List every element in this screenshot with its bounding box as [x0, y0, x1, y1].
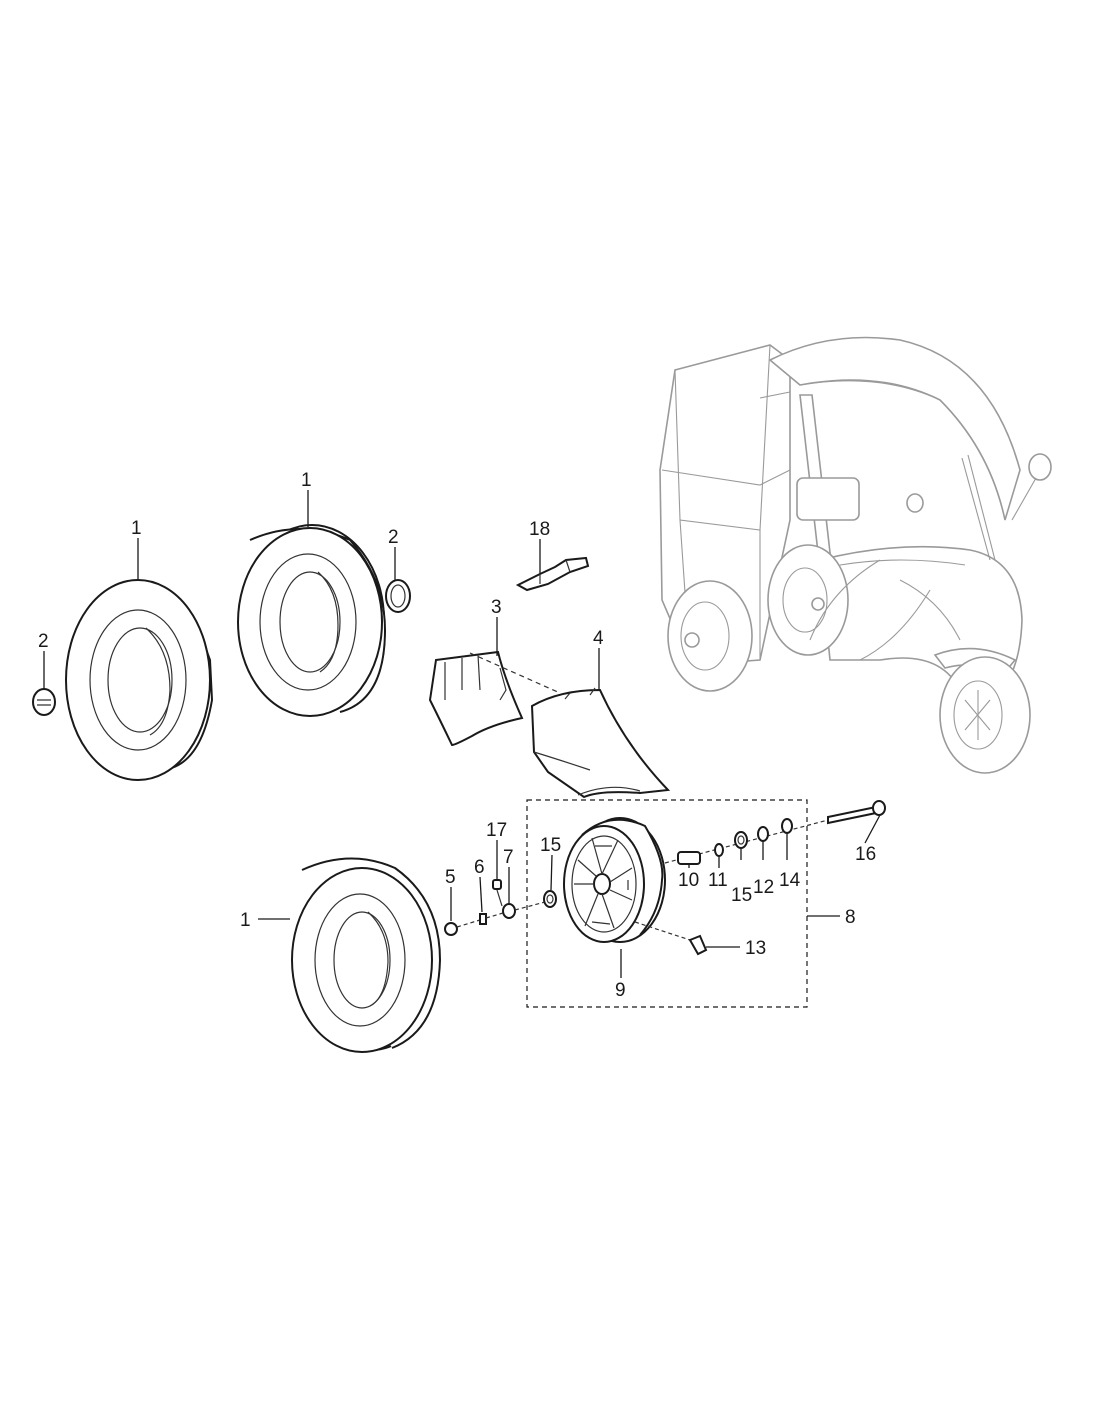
assembly-box-8 — [526, 799, 808, 1008]
axle-parts — [664, 800, 886, 865]
callout-12: 12 — [753, 877, 774, 898]
callout-6: 6 — [474, 857, 485, 878]
callout-18: 18 — [529, 519, 550, 540]
callout-2-hub-cap: 2 — [38, 631, 49, 652]
callout-8: 8 — [845, 907, 856, 928]
hub-cap-left — [32, 688, 56, 716]
leader-lines — [43, 490, 881, 978]
callout-13: 13 — [745, 938, 766, 959]
fender-inner-3 — [428, 650, 524, 747]
callout-10: 10 — [678, 870, 699, 891]
callout-7: 7 — [503, 847, 514, 868]
tyre-left — [65, 579, 214, 781]
assembly-line-3-4 — [469, 652, 561, 694]
valve-13 — [634, 921, 708, 956]
callout-3: 3 — [491, 597, 502, 618]
tyre-upper — [237, 524, 387, 717]
tyre-lower — [291, 857, 442, 1053]
callout-1-left-tyre: 1 — [131, 518, 142, 539]
rim-9 — [563, 817, 666, 943]
vehicle-illustration — [659, 336, 1052, 774]
callout-1-upper-tyre: 1 — [301, 470, 312, 491]
fender-outer-4 — [530, 687, 671, 799]
bracket-18 — [515, 556, 590, 592]
callout-labels: 1 1 1 2 2 3 4 5 6 7 8 9 10 11 12 13 14 1… — [38, 470, 876, 1001]
callout-2-ring: 2 — [388, 527, 399, 548]
callout-16: 16 — [855, 844, 876, 865]
callout-9: 9 — [615, 980, 626, 1001]
callout-11: 11 — [708, 870, 728, 891]
callout-1-lower-tyre: 1 — [240, 910, 251, 931]
callout-5: 5 — [445, 867, 456, 888]
callout-17: 17 — [486, 820, 507, 841]
callout-15-left: 15 — [540, 835, 561, 856]
callout-4: 4 — [593, 628, 604, 649]
small-hardware — [444, 879, 546, 936]
bearing-left — [543, 890, 557, 908]
callout-14: 14 — [779, 870, 801, 891]
callout-15-right: 15 — [731, 885, 752, 906]
ring-right — [385, 579, 411, 613]
